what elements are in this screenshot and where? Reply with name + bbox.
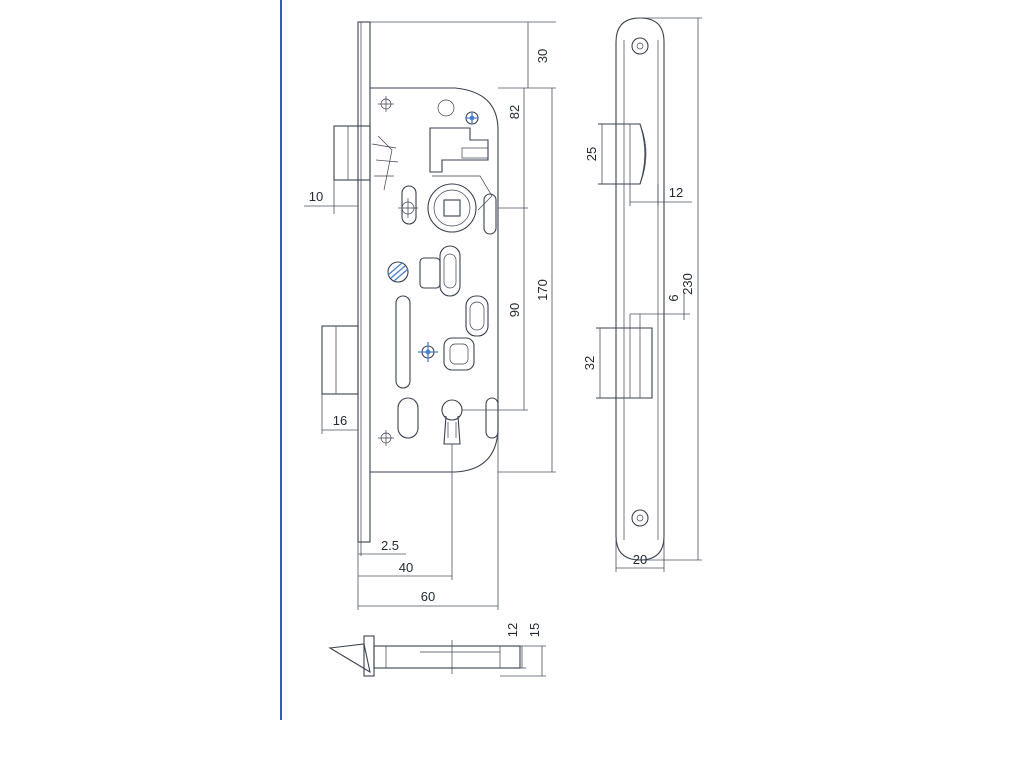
dim-bolt-projection: 16 [333,413,347,428]
dim-total-height: 170 [535,279,550,301]
faceplate [357,21,371,543]
dead-bolt [321,325,359,395]
screw-hole-icon [378,96,455,446]
latch-bolt [333,125,399,191]
dim-strike-latch-depth: 12 [669,185,683,200]
dim-latch-projection: 10 [309,189,323,204]
keyhole-icon [441,399,463,445]
dim-handle-to-top: 82 [507,105,522,119]
lock-case [370,87,499,473]
dim-faceplate-thickness: 2.5 [381,538,399,553]
gear-icon [387,261,409,283]
latch-mechanism [429,111,493,211]
dim-bolt-height: 15 [527,623,542,637]
mechanism-slots [395,185,499,439]
dim-backset: 40 [399,560,413,575]
dim-top-offset: 30 [535,49,550,63]
dim-strike-width: 20 [633,552,647,567]
strike-dimensions: 25 12 6 230 32 20 [582,17,702,572]
dim-strike-bolt-opening: 32 [582,356,597,370]
square-spindle-icon [443,199,461,217]
lock-body-view [321,21,499,543]
lock-dimensions: 30 82 170 90 10 16 2.5 40 60 [304,21,556,610]
dim-strike-latch-opening: 25 [584,147,599,161]
lock-top-view [328,635,521,677]
dim-strike-bolt-depth: 6 [666,294,681,301]
dim-latch-height: 12 [505,623,520,637]
top-view-dimensions: 12 15 [500,623,546,677]
dim-strike-length: 230 [680,273,695,295]
dim-case-depth: 60 [421,589,435,604]
strike-plate [615,17,665,561]
spindle-hub [427,183,477,233]
strike-plate-view [596,17,665,561]
dim-handle-to-key: 90 [507,303,522,317]
